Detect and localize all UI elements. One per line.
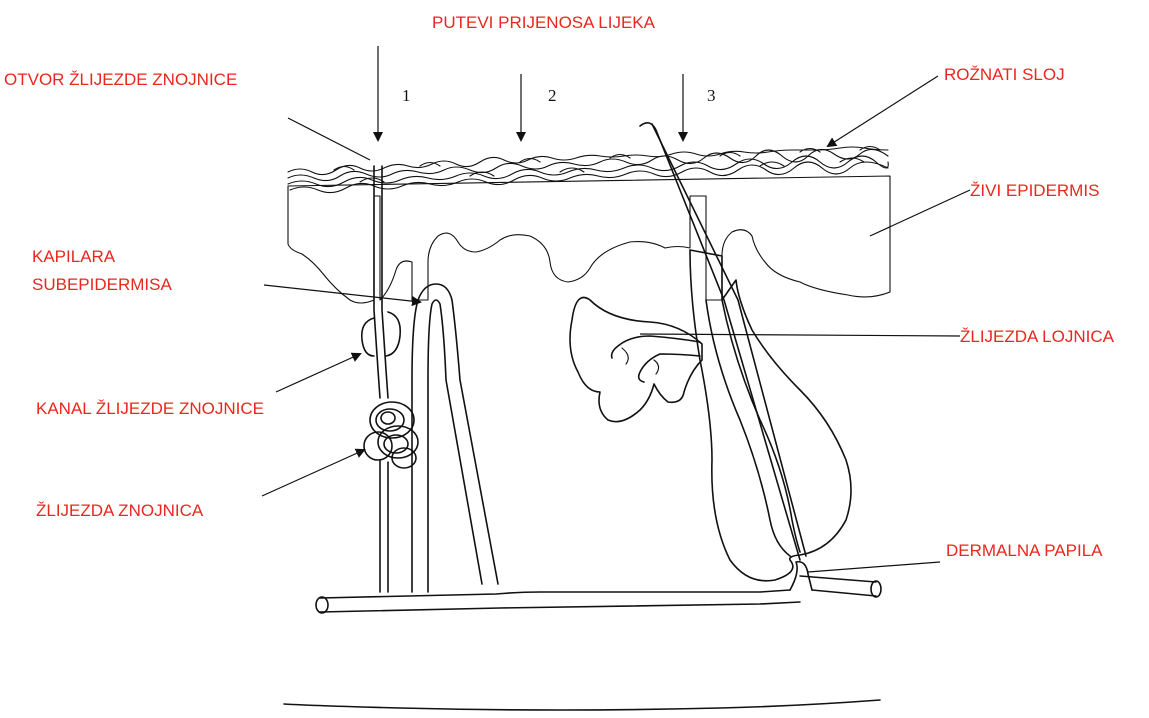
leader-sweat-duct bbox=[276, 354, 360, 392]
leader-lines bbox=[262, 76, 970, 572]
sweat-duct bbox=[362, 166, 401, 398]
leader-viable-epidermis bbox=[870, 190, 970, 236]
label-capillary-line2: SUBEPIDERMISA bbox=[32, 275, 172, 294]
label-sebaceous-gland: ŽLIJEZDA LOJNICA bbox=[960, 327, 1115, 346]
pathway-number-3: 3 bbox=[707, 86, 716, 105]
hair-shaft bbox=[640, 123, 806, 560]
label-stratum-corneum: ROŽNATI SLOJ bbox=[944, 65, 1065, 84]
pathway-number-1: 1 bbox=[402, 86, 411, 105]
label-dermal-papilla: DERMALNA PAPILA bbox=[946, 541, 1103, 560]
label-sweat-gland-opening: OTVOR ŽLIJEZDE ZNOJNICE bbox=[4, 70, 237, 89]
label-sweat-gland: ŽLIJEZDA ZNOJNICA bbox=[36, 501, 204, 520]
leader-sebaceous-gland bbox=[640, 334, 960, 336]
label-viable-epidermis: ŽIVI EPIDERMIS bbox=[970, 181, 1099, 200]
leader-dermal-papilla bbox=[808, 562, 940, 572]
stratum-corneum-layer bbox=[288, 147, 888, 193]
sweat-gland-coil bbox=[364, 402, 418, 592]
leader-sweat-gland-opening bbox=[288, 118, 370, 160]
viable-epidermis-layer bbox=[288, 176, 890, 303]
dermal-vessel bbox=[316, 562, 881, 613]
pathway-number-2: 2 bbox=[548, 86, 557, 105]
diagram-title: PUTEVI PRIJENOSA LIJEKA bbox=[432, 13, 656, 32]
label-sweat-duct: KANAL ŽLIJEZDE ZNOJNICE bbox=[36, 399, 264, 418]
dermis-lower-boundary bbox=[284, 700, 880, 710]
leader-stratum-corneum bbox=[828, 76, 938, 146]
subepidermal-capillary bbox=[412, 284, 498, 592]
sebaceous-gland bbox=[570, 298, 702, 422]
label-capillary-line1: KAPILARA bbox=[32, 247, 116, 266]
leader-sweat-gland bbox=[262, 450, 364, 496]
pathway-arrows bbox=[378, 46, 683, 140]
leader-capillary bbox=[264, 285, 420, 302]
